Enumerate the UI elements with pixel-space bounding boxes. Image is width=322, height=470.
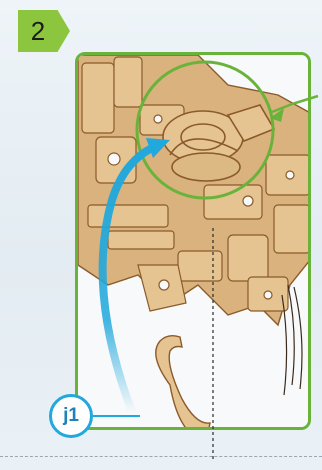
step-badge: 2 <box>18 10 70 52</box>
step-number: 2 <box>18 14 58 48</box>
part-label-j1: j1 <box>49 394 93 438</box>
dashed-separator <box>0 456 322 457</box>
assembly-frame <box>75 52 311 430</box>
part-label-text: j1 <box>63 405 79 426</box>
wooden-mechanism-illustration <box>78 55 311 430</box>
